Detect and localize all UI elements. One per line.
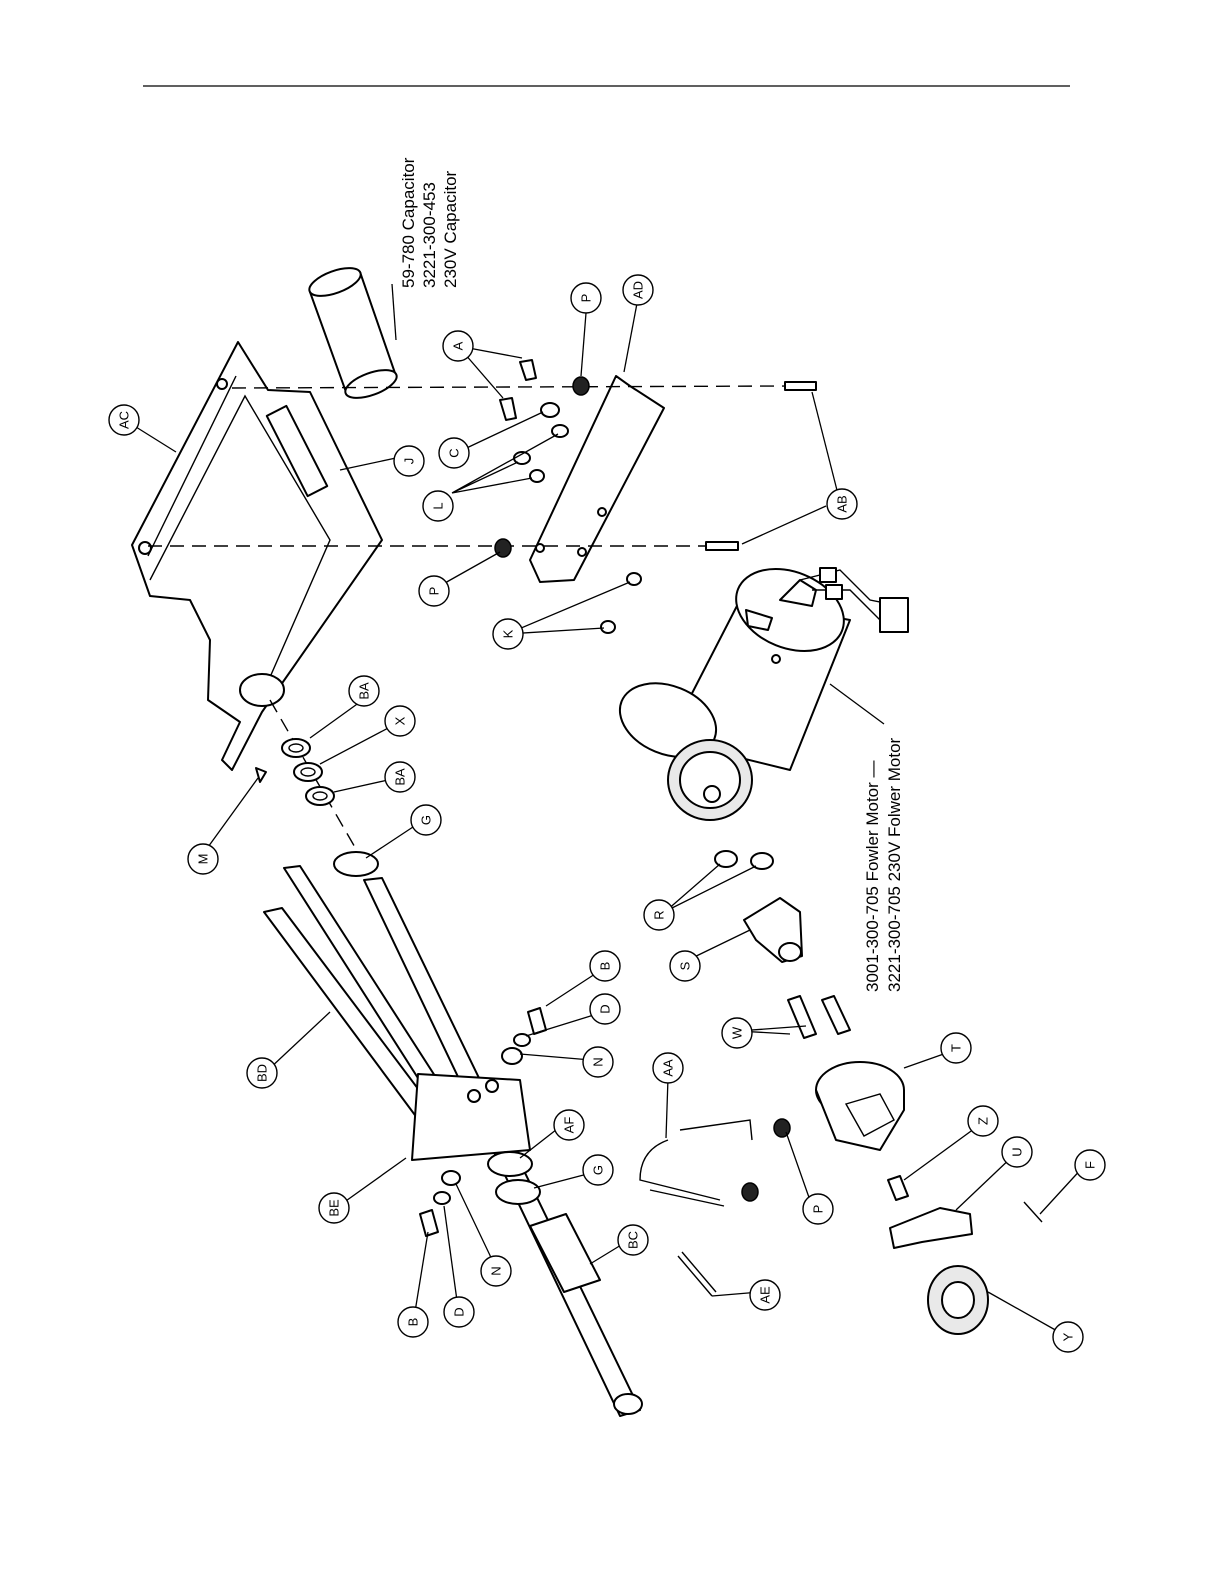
balloon-B-bottom: B: [398, 1307, 428, 1337]
balloon-AA: AA: [653, 1053, 683, 1083]
assembly-drawing: AC J A P AD C L AB P K BA X BA M G R S B…: [109, 157, 1105, 1416]
balloon-BE: BE: [319, 1193, 349, 1223]
balloon-U: U: [1002, 1137, 1032, 1167]
balloon-P-top: P: [571, 283, 601, 313]
svg-text:D: D: [452, 1307, 467, 1316]
balloon-G-bottom: G: [583, 1155, 613, 1185]
svg-text:M: M: [196, 854, 211, 865]
svg-text:AC: AC: [117, 411, 132, 429]
capacitor-note-line-2: 3221-300-453: [420, 182, 439, 288]
nut-top: [774, 1119, 790, 1137]
svg-text:BC: BC: [626, 1231, 641, 1249]
balloon-C: C: [439, 438, 469, 468]
balloon-Z: Z: [968, 1106, 998, 1136]
balloon-BD: BD: [247, 1058, 277, 1088]
svg-text:P: P: [579, 294, 594, 303]
balloon-G-top: G: [411, 805, 441, 835]
shaft-and-arms: [264, 852, 642, 1416]
motor-note-line-2: 3221-300-705 230V Folwer Motor: [885, 737, 904, 992]
balloon-BC: BC: [618, 1225, 648, 1255]
balloon-K: K: [493, 619, 523, 649]
balloon-AC: AC: [109, 405, 139, 435]
balloon-AE: AE: [750, 1280, 780, 1310]
svg-text:F: F: [1083, 1161, 1098, 1169]
svg-text:R: R: [652, 910, 667, 919]
balloon-D-top: D: [590, 994, 620, 1024]
svg-text:G: G: [591, 1165, 606, 1175]
svg-text:A: A: [451, 341, 466, 350]
balloon-X: X: [385, 706, 415, 736]
svg-text:B: B: [598, 962, 613, 971]
svg-text:AB: AB: [835, 495, 850, 512]
svg-text:AA: AA: [661, 1059, 676, 1077]
capacitor-note: 59-780 Capacitor 3221-300-453 230V Capac…: [399, 157, 460, 288]
bearing-part: [928, 1266, 988, 1334]
mounting-bracket-part: [132, 342, 382, 770]
balloon-F: F: [1075, 1150, 1105, 1180]
svg-text:Z: Z: [976, 1117, 991, 1125]
svg-text:U: U: [1010, 1147, 1025, 1156]
balloon-D-bottom: D: [444, 1297, 474, 1327]
balloon-Y: Y: [1053, 1322, 1083, 1352]
svg-text:BA: BA: [357, 682, 372, 700]
latch-parts: [888, 1176, 1042, 1248]
balloon-B-top: B: [590, 951, 620, 981]
svg-text:BD: BD: [255, 1064, 270, 1082]
balloon-T: T: [941, 1033, 971, 1063]
balloon-P-left: P: [419, 576, 449, 606]
washer-stack: [256, 739, 334, 805]
svg-text:Y: Y: [1061, 1332, 1076, 1341]
balloon-L: L: [423, 491, 453, 521]
capacitor-part: [306, 262, 400, 403]
svg-text:T: T: [949, 1044, 964, 1052]
svg-text:G: G: [419, 815, 434, 825]
balloon-BA-2: BA: [385, 762, 415, 792]
balloon-A: A: [443, 331, 473, 361]
motor-note: 3001-300-705 Fowler Motor — 3221-300-705…: [863, 737, 904, 992]
balloon-R: R: [644, 900, 674, 930]
capacitor-note-line-3: 230V Capacitor: [441, 170, 460, 288]
balloon-P-bottom: P: [803, 1194, 833, 1224]
balloon-AF: AF: [554, 1110, 584, 1140]
svg-text:X: X: [393, 716, 408, 725]
svg-text:B: B: [406, 1318, 421, 1327]
capacitor-note-line-1: 59-780 Capacitor: [399, 157, 418, 288]
nut-bottom: [742, 1183, 758, 1201]
svg-text:N: N: [591, 1057, 606, 1066]
svg-text:D: D: [598, 1004, 613, 1013]
balloon-AD: AD: [623, 275, 653, 305]
balloon-N-bottom: N: [481, 1256, 511, 1286]
balloon-S: S: [670, 951, 700, 981]
balloon-W: W: [722, 1018, 752, 1048]
svg-text:BA: BA: [393, 768, 408, 786]
cam-part: [816, 1062, 904, 1150]
svg-text:AD: AD: [631, 281, 646, 299]
balloon-BA-1: BA: [349, 676, 379, 706]
svg-text:K: K: [501, 629, 516, 638]
svg-text:N: N: [489, 1266, 504, 1275]
assembly-line-top: [232, 386, 790, 388]
svg-text:BE: BE: [327, 1199, 342, 1217]
balloon-M: M: [188, 844, 218, 874]
motor-note-line-1: 3001-300-705 Fowler Motor —: [863, 760, 882, 992]
spring-part: [678, 1252, 716, 1296]
balloon-AB: AB: [827, 489, 857, 519]
balloon-N-top: N: [583, 1047, 613, 1077]
svg-text:W: W: [730, 1026, 745, 1039]
spring-clip-part: [640, 1120, 752, 1206]
svg-text:J: J: [402, 458, 417, 465]
svg-text:S: S: [678, 961, 693, 970]
svg-text:P: P: [811, 1205, 826, 1214]
pins-part: [788, 996, 850, 1038]
coupling-parts: [715, 851, 802, 962]
svg-text:P: P: [427, 587, 442, 596]
svg-text:C: C: [447, 448, 462, 457]
svg-text:AF: AF: [562, 1117, 577, 1134]
balloon-J: J: [394, 446, 424, 476]
svg-text:L: L: [431, 502, 446, 509]
svg-text:AE: AE: [758, 1286, 773, 1304]
